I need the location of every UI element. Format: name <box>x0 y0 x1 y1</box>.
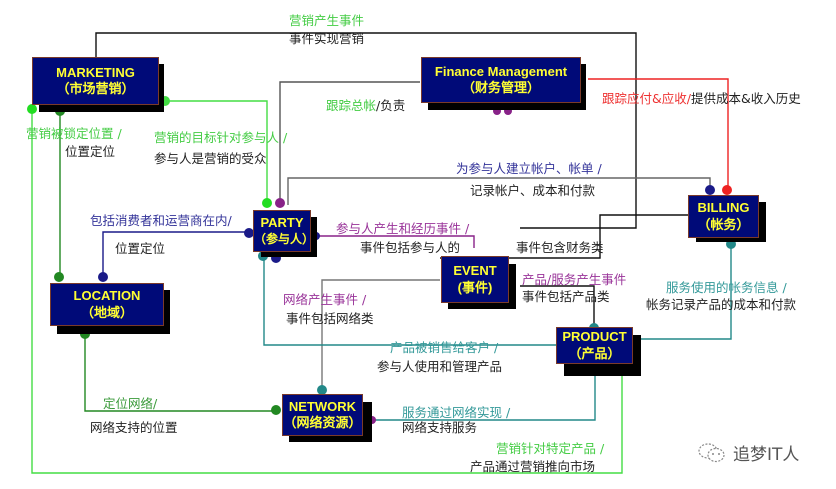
label-location-network-forward: 定位网络/ <box>103 396 158 411</box>
dot <box>275 198 285 208</box>
label-finance-party: 跟踪总帐/负责 <box>326 95 405 114</box>
line-location-network <box>84 333 276 412</box>
label-marketing-product-reverse: 产品通过营销推向市场 <box>470 459 596 474</box>
line-party-event <box>316 235 475 248</box>
dot <box>722 185 732 195</box>
node-title: NETWORK <box>288 398 357 414</box>
label-marketing-event-reverse: 事件实现营销 <box>289 31 365 46</box>
label-separator: / <box>376 98 381 113</box>
label-finance-billing: 跟踪应付&应收/提供成本&收入历史 <box>602 88 801 107</box>
node-subtitle: （帐务） <box>697 216 750 232</box>
label-billing-product-reverse: 帐务记录产品的成本和付款 <box>646 297 797 312</box>
node-title: Finance Management <box>434 63 568 79</box>
label-product-event-forward: 产品/服务产生事件 <box>522 272 627 287</box>
label-marketing-location-forward: 营销被锁定位置 / <box>26 126 122 141</box>
line-marketing-event <box>95 32 637 229</box>
label-party-billing-reverse: 记录帐户、成本和付款 <box>470 183 596 198</box>
line-billing-product <box>640 244 732 340</box>
node-title: LOCATION <box>73 288 141 304</box>
line-network-product <box>372 371 596 421</box>
dot <box>54 272 64 282</box>
node-subtitle: （参与人） <box>254 231 315 246</box>
label-event-finance-reverse: 事件包含财务类 <box>516 240 604 255</box>
line-marketing-product <box>31 110 623 474</box>
label-marketing-party-forward: 营销的目标针对参与人 / <box>154 130 288 145</box>
dot <box>98 272 108 282</box>
label-party-location-forward: 包括消费者和运营商在内/ <box>90 213 232 228</box>
line-network-event <box>321 279 440 390</box>
label-party-location-reverse: 位置定位 <box>115 241 166 256</box>
watermark-text: 追梦IT人 <box>733 445 800 465</box>
label-marketing-product-forward: 营销针对特定产品 / <box>496 441 605 456</box>
label-location-network-reverse: 网络支持的位置 <box>90 420 178 435</box>
label-party-event-reverse: 事件包括参与人的 <box>360 240 461 255</box>
node-title: MARKETING <box>56 64 135 80</box>
line-party-product <box>263 257 556 346</box>
node-subtitle: (事件) <box>457 279 493 295</box>
dot <box>317 385 327 395</box>
line-finance-billing <box>588 78 729 190</box>
label-billing-product-forward: 服务使用的帐务信息 / <box>666 280 787 295</box>
label-network-product-forward: 服务通过网络实现 / <box>402 405 511 420</box>
label-marketing-party-reverse: 参与人是营销的受众 <box>154 151 267 166</box>
dot <box>705 185 715 195</box>
label-network-event-forward: 网络产生事件 / <box>283 292 367 307</box>
watermark: 追梦IT人 <box>697 440 799 465</box>
label-product-party-forward: 产品被销售给客户 / <box>390 340 499 355</box>
node-title: BILLING <box>697 200 750 216</box>
line-party-location <box>102 231 250 278</box>
wechat-icon <box>698 442 725 462</box>
label-product-event-reverse: 事件包括产品类 <box>522 289 610 304</box>
dot <box>244 228 254 238</box>
dot <box>271 405 281 415</box>
label-marketing-event-forward: 营销产生事件 <box>289 13 365 28</box>
line-event-billing <box>440 214 690 259</box>
label-network-product-reverse: 网络支持服务 <box>402 420 478 435</box>
label-finance-party-forward: 跟踪总帐 <box>326 98 377 113</box>
dot <box>262 198 272 208</box>
node-title: EVENT <box>453 263 497 279</box>
line-marketing-party <box>164 100 268 205</box>
label-finance-billing-reverse: 提供成本&收入历史 <box>690 91 801 106</box>
line-finance-party <box>279 81 420 205</box>
dot <box>27 104 37 114</box>
label-finance-billing-forward: 跟踪应付&应收/ <box>602 91 691 106</box>
node-title: PRODUCT <box>562 329 627 345</box>
node-subtitle: （市场营销） <box>56 81 135 96</box>
label-finance-party-reverse: 负责 <box>380 98 406 113</box>
node-subtitle: （地域） <box>80 304 133 320</box>
node-subtitle: （产品） <box>568 345 621 361</box>
label-network-event-reverse: 事件包括网络类 <box>286 311 374 326</box>
label-product-party-reverse: 参与人使用和管理产品 <box>377 359 503 374</box>
label-marketing-location-reverse: 位置定位 <box>65 144 116 159</box>
line-party-billing <box>287 177 711 205</box>
label-party-billing-forward: 为参与人建立帐户、帐单 / <box>456 161 602 176</box>
node-title: PARTY <box>260 215 304 231</box>
node-subtitle: （网络资源） <box>283 415 362 430</box>
node-subtitle: （财务管理） <box>461 80 540 95</box>
label-party-event-forward: 参与人产生和经历事件 / <box>336 221 470 236</box>
line-product-event <box>520 285 595 328</box>
